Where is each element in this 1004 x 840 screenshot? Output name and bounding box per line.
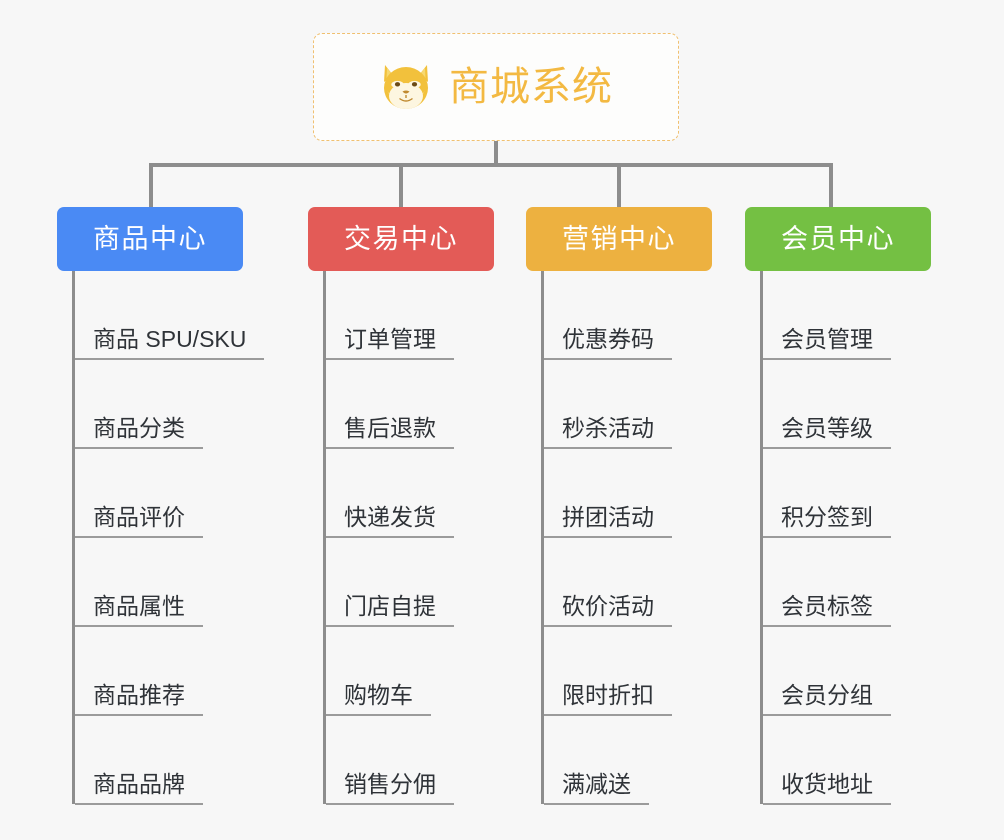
leaf-node[interactable]: 秒杀活动 bbox=[544, 360, 672, 449]
leaf-node[interactable]: 商品推荐 bbox=[75, 627, 203, 716]
shiba-dog-icon bbox=[384, 65, 428, 109]
root-node[interactable]: 商城系统 bbox=[313, 33, 679, 141]
leaf-label: 购物车 bbox=[344, 681, 413, 708]
branch-spine bbox=[760, 271, 763, 804]
leaf-node[interactable]: 会员分组 bbox=[763, 627, 891, 716]
connector-drop-marketing bbox=[617, 163, 621, 209]
category-header-marketing[interactable]: 营销中心 bbox=[526, 207, 712, 271]
connector-drop-product bbox=[149, 163, 153, 209]
category-header-label: 会员中心 bbox=[781, 223, 895, 254]
leaf-label: 商品评价 bbox=[93, 503, 185, 530]
leaf-label: 拼团活动 bbox=[562, 503, 654, 530]
leaf-label: 商品分类 bbox=[93, 414, 185, 441]
leaf-label: 秒杀活动 bbox=[562, 414, 654, 441]
leaf-node[interactable]: 订单管理 bbox=[326, 271, 454, 360]
leaf-label: 限时折扣 bbox=[562, 681, 654, 708]
leaf-node[interactable]: 销售分佣 bbox=[326, 716, 454, 805]
leaf-label: 商品 SPU/SKU bbox=[93, 325, 247, 352]
category-header-product[interactable]: 商品中心 bbox=[57, 207, 243, 271]
leaf-label: 商品推荐 bbox=[93, 681, 185, 708]
category-header-label: 商品中心 bbox=[93, 223, 207, 254]
leaf-label: 订单管理 bbox=[344, 325, 436, 352]
leaf-node[interactable]: 会员管理 bbox=[763, 271, 891, 360]
leaf-label: 收货地址 bbox=[781, 770, 873, 797]
connector-stem bbox=[494, 141, 498, 166]
connector-bar bbox=[149, 163, 833, 167]
connector-drop-trade bbox=[399, 163, 403, 209]
leaf-node[interactable]: 收货地址 bbox=[763, 716, 891, 805]
category-header-label: 交易中心 bbox=[344, 223, 458, 254]
leaf-node[interactable]: 商品品牌 bbox=[75, 716, 203, 805]
branch-spine bbox=[541, 271, 544, 804]
leaf-node[interactable]: 售后退款 bbox=[326, 360, 454, 449]
leaf-node[interactable]: 砍价活动 bbox=[544, 538, 672, 627]
leaf-node[interactable]: 门店自提 bbox=[326, 538, 454, 627]
leaf-node[interactable]: 商品评价 bbox=[75, 449, 203, 538]
category-header-trade[interactable]: 交易中心 bbox=[308, 207, 494, 271]
branch-spine bbox=[323, 271, 326, 804]
category-header-label: 营销中心 bbox=[562, 223, 676, 254]
leaf-node[interactable]: 拼团活动 bbox=[544, 449, 672, 538]
leaf-node[interactable]: 快递发货 bbox=[326, 449, 454, 538]
leaf-node[interactable]: 积分签到 bbox=[763, 449, 891, 538]
leaf-label: 积分签到 bbox=[781, 503, 873, 530]
leaf-node[interactable]: 会员标签 bbox=[763, 538, 891, 627]
leaf-label: 砍价活动 bbox=[562, 592, 654, 619]
leaf-label: 门店自提 bbox=[344, 592, 436, 619]
connector-drop-member bbox=[829, 163, 833, 209]
leaf-node[interactable]: 限时折扣 bbox=[544, 627, 672, 716]
leaf-node[interactable]: 会员等级 bbox=[763, 360, 891, 449]
leaf-label: 售后退款 bbox=[344, 414, 436, 441]
leaf-label: 满减送 bbox=[562, 770, 631, 797]
leaf-node[interactable]: 商品属性 bbox=[75, 538, 203, 627]
root-title: 商城系统 bbox=[449, 65, 613, 109]
leaf-label: 快递发货 bbox=[344, 503, 436, 530]
leaf-label: 会员标签 bbox=[781, 592, 873, 619]
leaf-node[interactable]: 商品分类 bbox=[75, 360, 203, 449]
leaf-label: 销售分佣 bbox=[344, 770, 436, 797]
leaf-node[interactable]: 商品 SPU/SKU bbox=[75, 271, 265, 360]
leaf-label: 会员等级 bbox=[781, 414, 873, 441]
leaf-node[interactable]: 优惠券码 bbox=[544, 271, 672, 360]
leaf-label: 商品品牌 bbox=[93, 770, 185, 797]
leaf-label: 会员管理 bbox=[781, 325, 873, 352]
leaf-node[interactable]: 满减送 bbox=[544, 716, 649, 805]
leaf-label: 优惠券码 bbox=[562, 325, 654, 352]
leaf-label: 商品属性 bbox=[93, 592, 185, 619]
leaf-node[interactable]: 购物车 bbox=[326, 627, 431, 716]
leaf-label: 会员分组 bbox=[781, 681, 873, 708]
branch-spine bbox=[72, 271, 75, 804]
category-header-member[interactable]: 会员中心 bbox=[745, 207, 931, 271]
